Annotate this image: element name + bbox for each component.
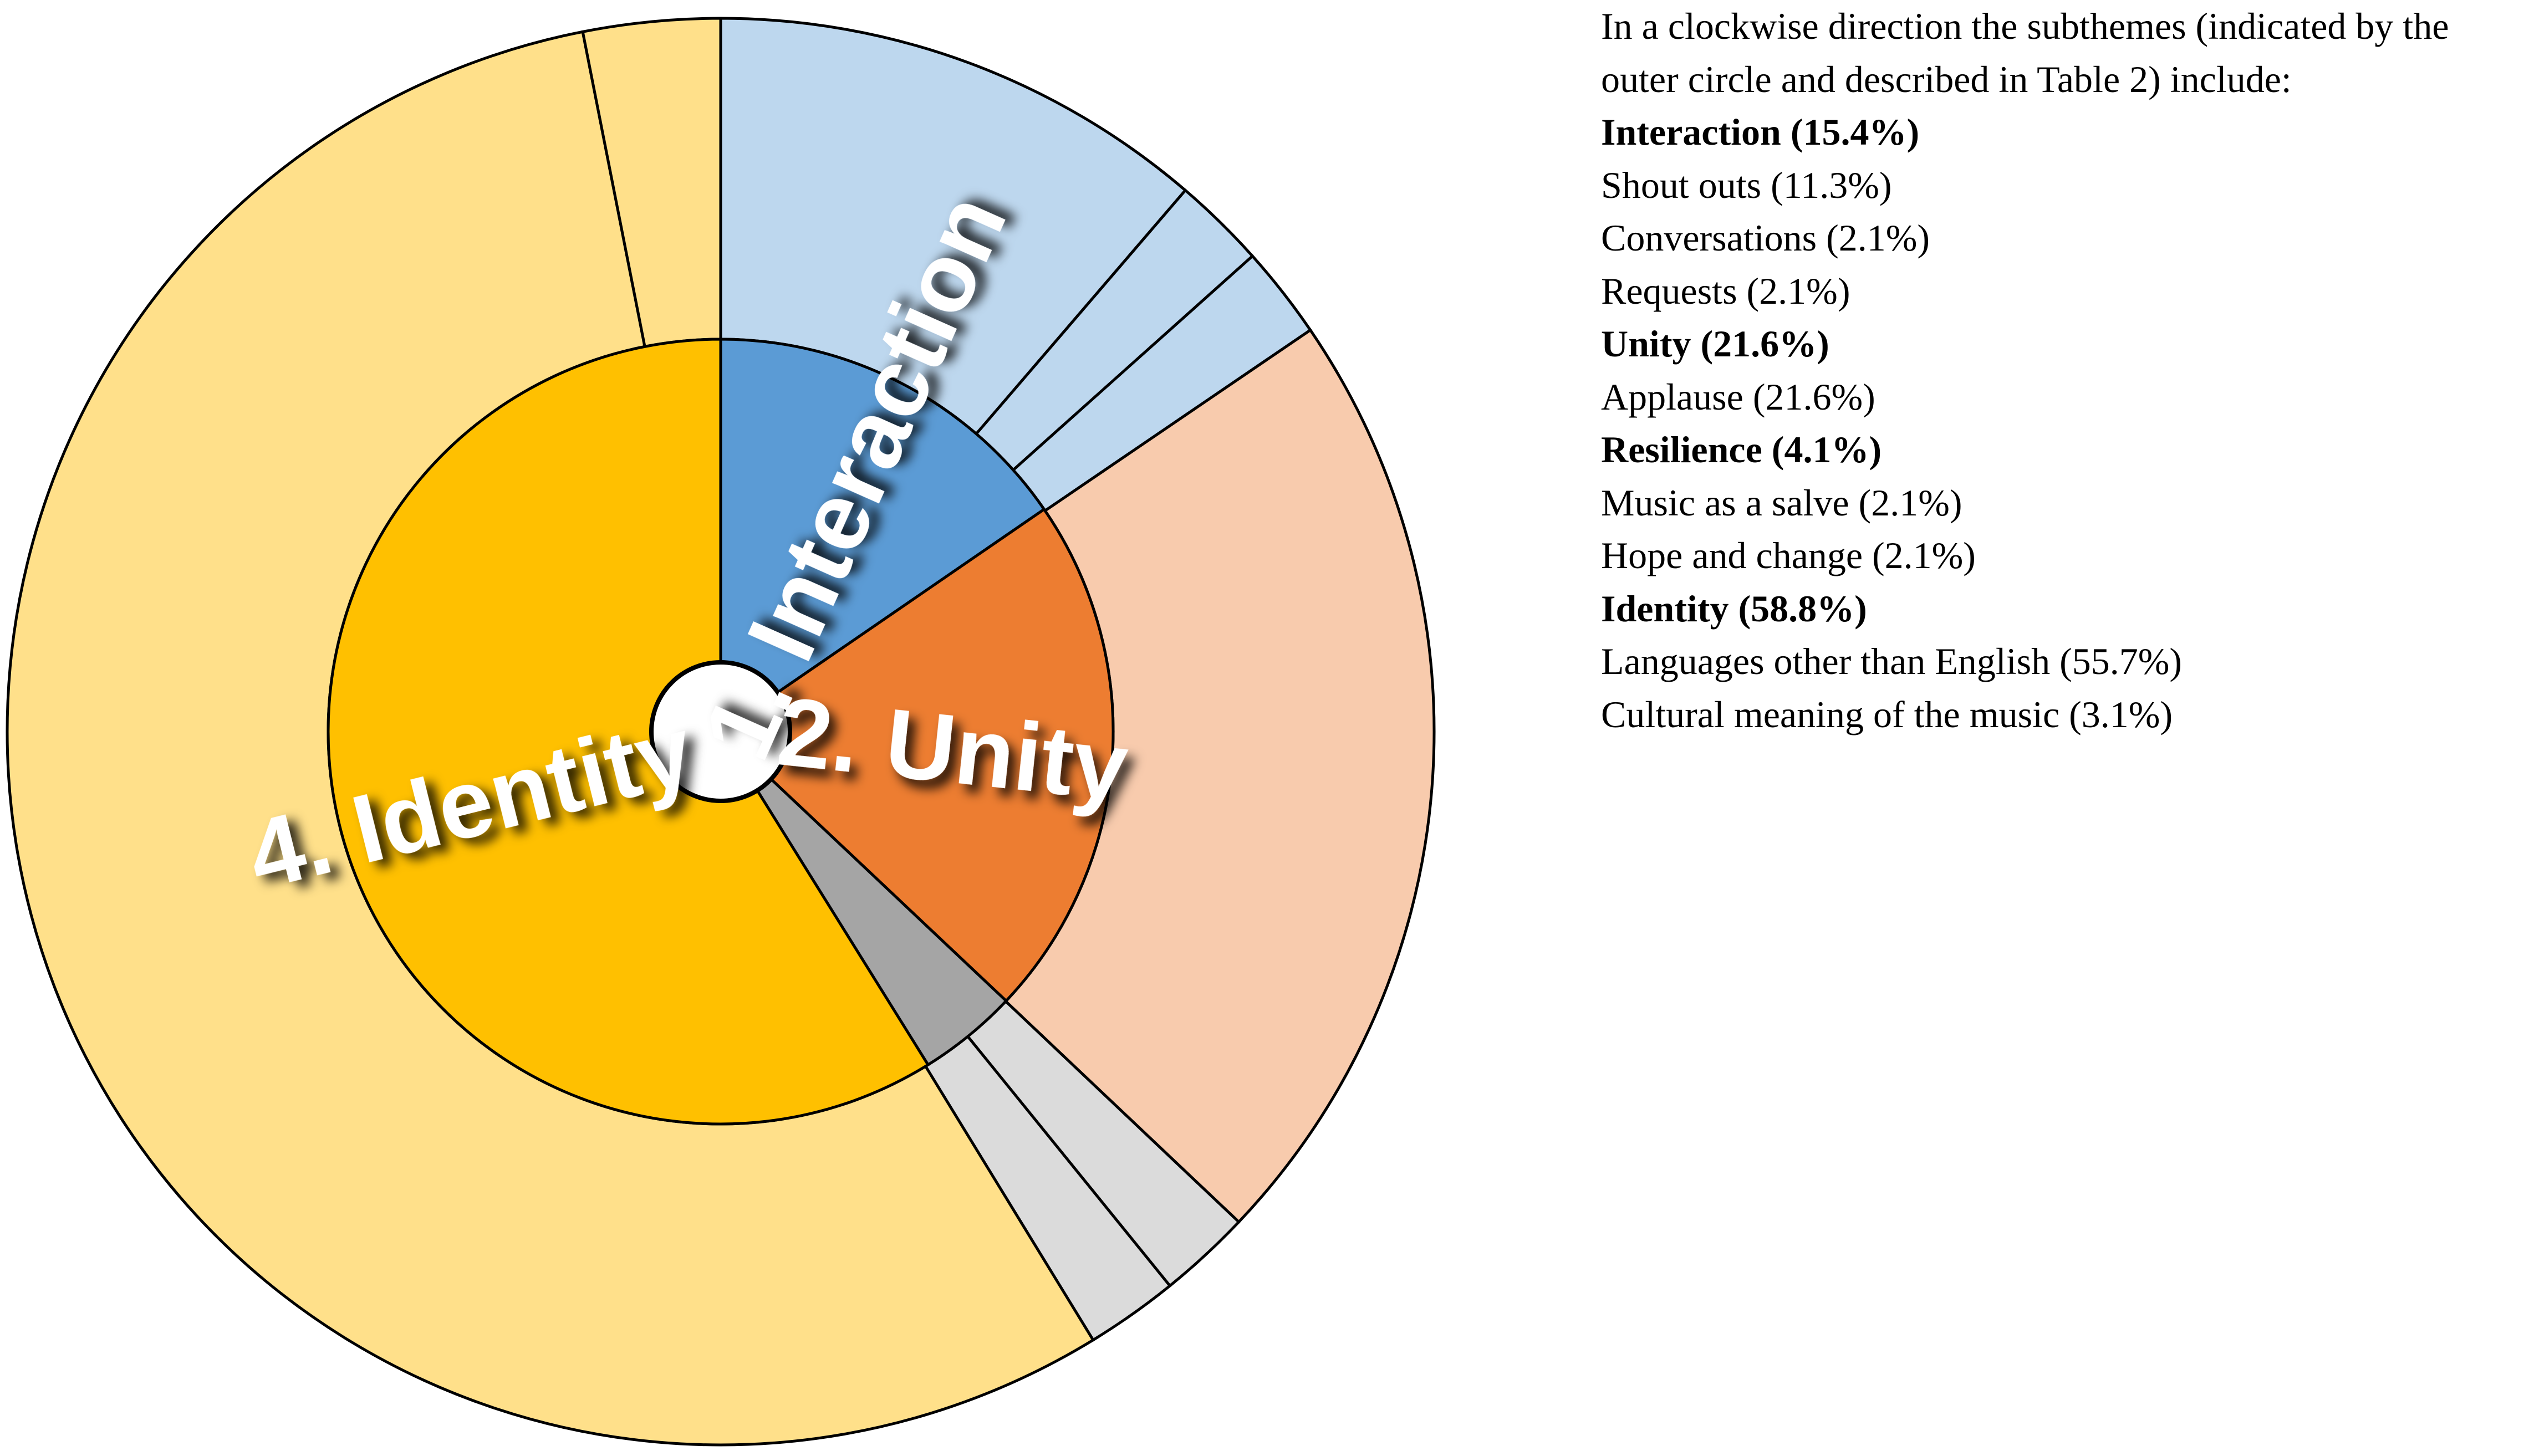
legend-intro: In a clockwise direction the subthemes (… [1601, 5, 2449, 100]
center-hole [649, 660, 792, 803]
legend-row-6: Resilience (4.1%) [1601, 428, 1882, 471]
legend-row-7: Music as a salve (2.1%) [1601, 481, 1962, 524]
outer-ring [6, 17, 1436, 1447]
legend-row-4: Unity (21.6%) [1601, 323, 1829, 365]
legend-row-5: Applause (21.6%) [1601, 375, 1875, 418]
legend-rows: Interaction (15.4%) Shout outs (11.3%) Con… [1601, 106, 2521, 741]
legend-row-9: Identity (58.8%) [1601, 587, 1867, 630]
legend-row-1: Shout outs (11.3%) [1601, 164, 1892, 206]
legend-row-11: Cultural meaning of the music (3.1%) [1601, 693, 2173, 735]
legend-panel: In a clockwise direction the subthemes (… [1601, 0, 2521, 741]
legend-row-3: Requests (2.1%) [1601, 269, 1850, 312]
legend-row-10: Languages other than English (55.7%) [1601, 640, 2183, 682]
legend-row-0: Interaction (15.4%) [1601, 111, 1920, 153]
legend-row-8: Hope and change (2.1%) [1601, 534, 1976, 576]
legend-row-2: Conversations (2.1%) [1601, 217, 1930, 259]
inner-ring [327, 338, 1115, 1126]
